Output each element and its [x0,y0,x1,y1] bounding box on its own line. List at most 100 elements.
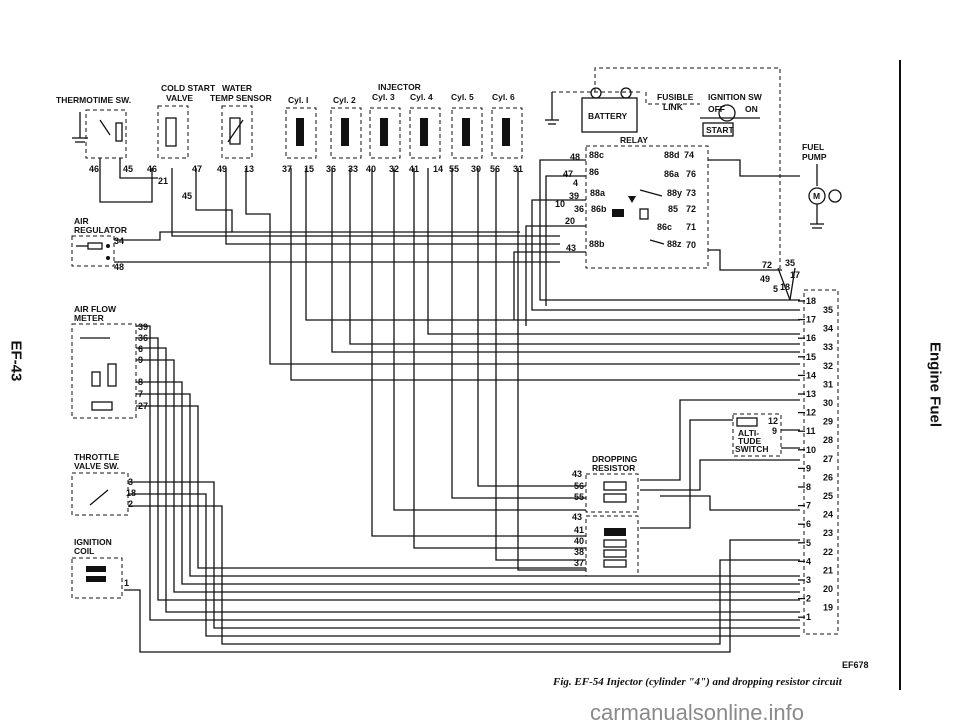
cold-start-valve-label-1: COLD START [161,83,216,93]
air-flow-meter-label-1: AIR FLOW [74,304,117,314]
svg-text:38: 38 [574,547,584,557]
connector-pin-4: 4 [806,556,811,566]
connector-pin-17: 17 [806,315,816,325]
svg-text:40: 40 [366,164,376,174]
connector-pin-12: 12 [806,408,816,418]
svg-text:72: 72 [686,204,696,214]
ignition-coil-label-1: IGNITION [74,537,112,547]
connector-pin-27: 27 [823,454,833,464]
svg-text:43: 43 [572,469,582,479]
throttle-valve-sw-label-1: THROTTLE [74,452,120,462]
thermotime-switch: 46 45 [72,109,133,174]
injector-label-cyl1: Cyl. I [288,95,308,105]
connector-pin-24: 24 [823,510,833,520]
svg-text:1: 1 [124,578,129,588]
connector-pin-30: 30 [823,398,833,408]
cold-start-valve-label-2: VALVE [166,93,193,103]
svg-text:49: 49 [217,164,227,174]
svg-text:86c: 86c [657,222,672,232]
svg-text:45: 45 [123,164,133,174]
battery-circuit: BATTERY FUSIBLE LINK IGNITION SW OFF ON … [545,67,781,270]
connector-pin-14: 14 [806,370,816,380]
figure-caption: Fig. EF-54 Injector (cylinder "4") and d… [553,676,842,688]
connector-pin-33: 33 [823,342,833,352]
cold-start-valve: 46 47 21 45 [147,105,202,201]
svg-text:88y: 88y [667,188,682,198]
water-temp-sensor: 49 13 [217,105,254,174]
svg-text:76: 76 [686,169,696,179]
fuel-pump-motor-symbol: M [813,191,820,201]
svg-text:33: 33 [348,164,358,174]
ignition-start-label: START [706,125,735,135]
svg-text:88d: 88d [664,150,680,160]
svg-text:35: 35 [785,258,795,268]
svg-text:43: 43 [566,243,576,253]
section-tag-right: Engine Fuel [926,341,944,427]
svg-text:10: 10 [555,199,565,209]
svg-text:30: 30 [471,164,481,174]
connector-pin-19: 19 [823,603,833,613]
svg-text:71: 71 [686,222,696,232]
svg-text:55: 55 [574,492,584,502]
connector-pin-2: 2 [806,594,811,604]
ignition-coil-label-2: COIL [74,546,94,556]
connector-pin-1: 1 [806,612,811,622]
injector-cyl4 [409,107,441,159]
connector-pin-7: 7 [806,501,811,511]
svg-text:43: 43 [572,512,582,522]
connector-pin-15: 15 [806,352,816,362]
ignition-off-label: OFF [708,104,725,114]
relay-bottom-pins: 72 35 49 17 5 18 [760,258,800,301]
injector-cyl1 [285,107,317,159]
fuel-pump: FUEL PUMP M [802,142,842,229]
svg-text:20: 20 [565,216,575,226]
svg-text:14: 14 [433,164,443,174]
connector-pin-11: 11 [806,426,816,436]
svg-text:15: 15 [304,164,314,174]
connector-pin-34: 34 [823,324,833,334]
altitude-switch-label-1: ALTI- [738,428,759,438]
connector-pin-18: 18 [806,296,816,306]
svg-text:4: 4 [573,178,578,188]
dropping-resistor: DROPPING RESISTOR 43 56 55 43 41 40 38 3… [572,454,639,577]
air-flow-meter-label-2: METER [74,313,104,323]
fusible-link-label-1: FUSIBLE [657,92,694,102]
svg-text:39: 39 [569,191,579,201]
fusible-link-label-2: LINK [663,102,684,112]
dropping-resistor-label-1: DROPPING [592,454,638,464]
svg-text:47: 47 [192,164,202,174]
injector-label-cyl5: Cyl. 5 [451,92,474,102]
water-temp-sensor-label-2: TEMP SENSOR [210,93,272,103]
svg-text:48: 48 [114,262,124,272]
ignition-coil: IGNITION COIL 1 [71,537,129,599]
throttle-valve-switch: THROTTLE VALVE SW. 3 18 2 [71,452,136,516]
svg-text:37: 37 [574,558,584,568]
connector-pin-26: 26 [823,472,833,482]
svg-text:40: 40 [574,536,584,546]
relay-label: RELAY [620,135,648,145]
svg-text:45: 45 [182,191,192,201]
connector-pin-35: 35 [823,305,833,315]
connector-pin-22: 22 [823,547,833,557]
injector-cyl6 [491,107,523,159]
air-regulator-label-1: AIR [74,216,89,226]
svg-text:86: 86 [589,167,599,177]
svg-text:86b: 86b [591,204,607,214]
svg-text:88c: 88c [589,150,604,160]
svg-text:86a: 86a [664,169,680,179]
page-tag-left: EF-43 [7,340,25,382]
connector-pin-13: 13 [806,389,816,399]
svg-text:34: 34 [114,236,124,246]
fuel-pump-label-1: FUEL [802,142,824,152]
svg-text:17: 17 [790,270,800,280]
air-flow-meter: AIR FLOW METER 39 36 6 9 8 7 27 [71,304,148,419]
figure-code: EF678 [842,660,869,670]
water-temp-sensor-label-1: WATER [222,83,252,93]
injector-label-cyl2: Cyl. 2 [333,95,356,105]
connector-pin-31: 31 [823,379,833,389]
svg-text:46: 46 [89,164,99,174]
air-regulator: AIR REGULATOR 34 48 [71,216,127,272]
connector-pin-16: 16 [806,333,816,343]
svg-text:6: 6 [138,344,143,354]
